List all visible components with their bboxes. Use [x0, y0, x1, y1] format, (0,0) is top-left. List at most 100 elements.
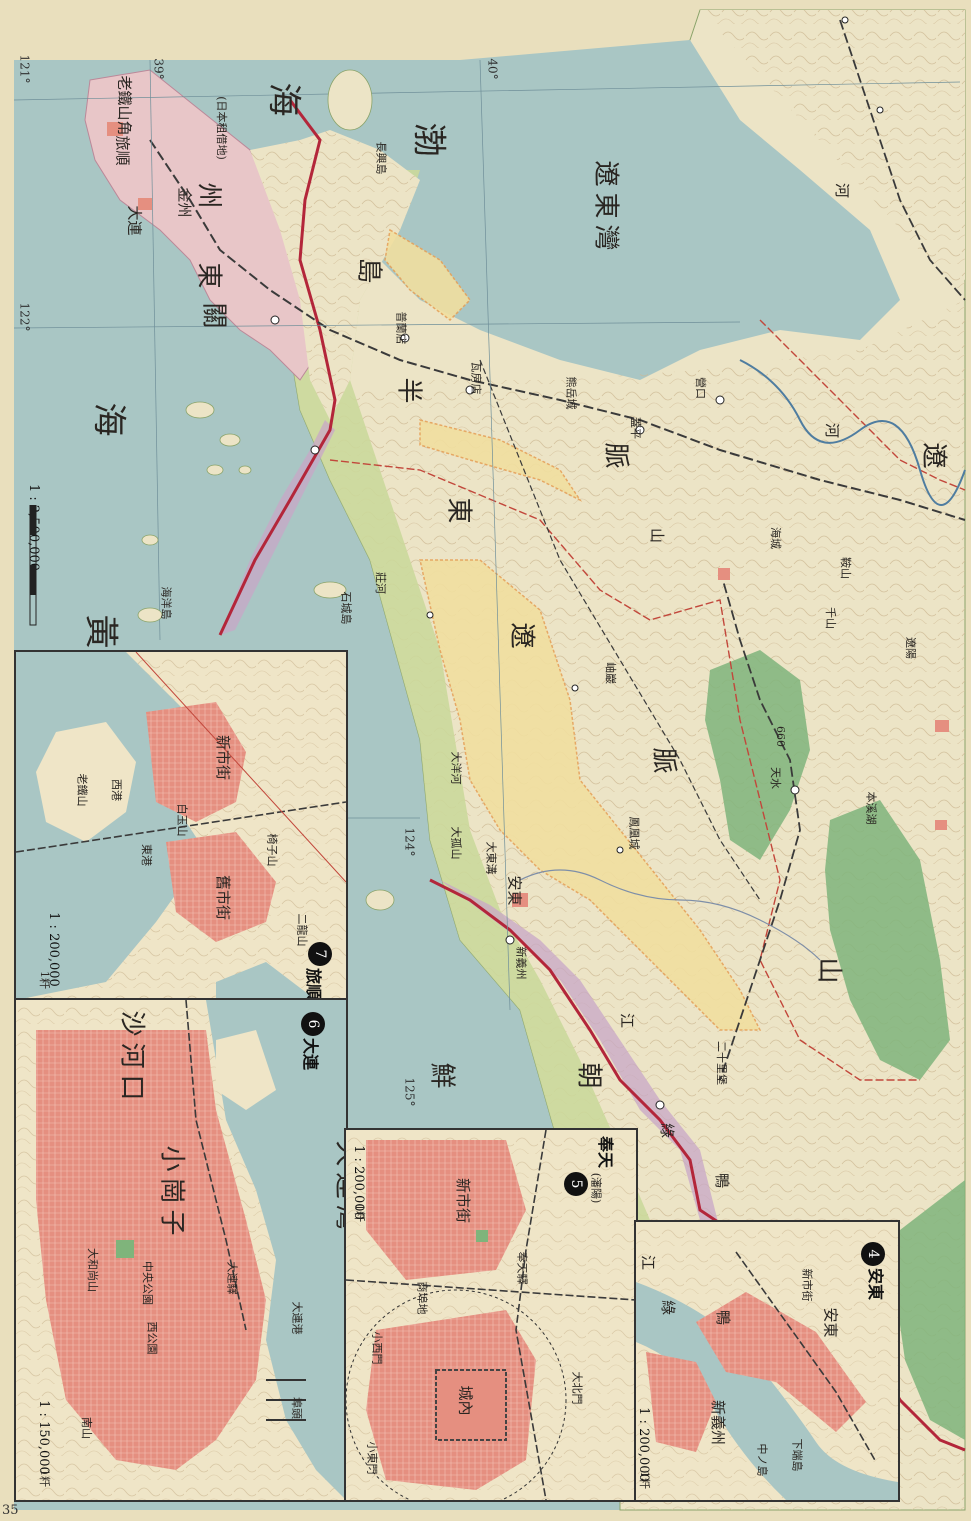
longitude-124: 124°: [402, 827, 417, 857]
andong-river: 江: [639, 1254, 658, 1271]
place-jinzhou: 金州: [175, 187, 194, 218]
latitude-40: 40°: [485, 58, 500, 80]
place-laotieshan: 老鐵山角: [115, 75, 134, 136]
place-andong: 安東: [505, 875, 524, 906]
fengtian-inset-title: 奉天: [596, 1135, 616, 1169]
dalian-port: 大連港: [290, 1301, 304, 1335]
mountain-range-ridge: [384, 228, 762, 1031]
region-label-peninsula: 半: [393, 377, 424, 410]
place-anshan: 鞍山: [839, 557, 852, 579]
kwantung-leased-territory: [84, 69, 321, 381]
andong-scale-unit: 1粁: [638, 1471, 651, 1489]
region-label-peninsula4: 島: [353, 257, 384, 290]
longitude-121: 121°: [17, 54, 32, 84]
place-dayang-river: 大洋河: [449, 751, 463, 785]
fengtian-scale-unit: 1粁: [353, 1204, 366, 1222]
dalian-nanshan: 南山: [80, 1417, 93, 1439]
lushun-erlongshan: 二龍山: [295, 913, 309, 947]
fengtian-old-city: 城內: [456, 1385, 475, 1416]
andong-xinyizhou: 新義州: [709, 1399, 728, 1446]
region-label-range-2: 脈: [648, 747, 679, 780]
fengtian-inset-subtitle: (瀋陽): [589, 1172, 603, 1204]
kwantung-border-line: [218, 99, 337, 636]
place-haiyang: 海洋島: [159, 586, 173, 620]
liaodong-bay: [360, 40, 900, 380]
place-benxihu: 本溪湖: [864, 791, 878, 825]
river-label-yalu-3: 江: [618, 1012, 637, 1029]
dalian-scale-unit: 1粁: [38, 1469, 51, 1487]
place-pulandian: 普蘭店: [394, 311, 408, 345]
place-shicheng: 石城島: [339, 591, 353, 625]
sea-label-bohai-2: 海: [263, 82, 304, 127]
fengtian-station: 奉天驛: [515, 1251, 529, 1285]
place-liaoyang: 遼陽: [904, 637, 917, 659]
river-liao: [739, 359, 966, 506]
inset-andong: 安東 新市街 鴨 綠 江 新義州 中ノ島 下端島 4 安東 1 : 200,00…: [634, 1220, 900, 1502]
inset-andong-map: [636, 1222, 898, 1500]
andong-yalu-2: 綠: [659, 1299, 678, 1316]
forest-area-1: [705, 650, 810, 860]
place-xinyizhou: 新義州: [514, 946, 528, 980]
lushun-new-town: 新市街: [214, 734, 233, 781]
place-yingkou: 營口: [694, 377, 707, 399]
graticule: [13, 59, 961, 1011]
inset-fengtian-map: [346, 1130, 636, 1500]
andong-new-town: 新市街: [800, 1268, 814, 1302]
latitude-39: 39°: [151, 58, 166, 80]
andong-yalu: 鴨: [714, 1309, 733, 1326]
dalian-west-park: 西公園: [145, 1321, 159, 1355]
region-label-korea: 朝: [573, 1062, 604, 1095]
lushun-baiyu: 白玉山: [175, 803, 189, 837]
main-scale-bar: [29, 505, 37, 626]
dalian-station: 大連驛: [225, 1261, 239, 1295]
fengtian-east-gate: 小東門: [365, 1441, 379, 1475]
river-label-2: 河: [833, 182, 852, 199]
lushun-yizishan: 椅子山: [265, 833, 279, 867]
lushun-east-port: 東港: [140, 844, 153, 866]
fengtian-west-gate: 小西門: [370, 1331, 384, 1365]
place-dadonggou: 大東溝: [484, 841, 498, 875]
inset-lushun: 新市街 舊市街 東港 西港 老鐵山 白玉山 椅子山 二龍山 7 旅順 1 : 2…: [14, 650, 348, 1002]
place-qianshan: 千山: [824, 607, 837, 629]
andong-town: 安東: [821, 1307, 840, 1338]
dalian-scale: 1 : 150,000: [35, 1400, 51, 1475]
provincial-boundary-2: [759, 319, 966, 491]
place-changxing: 長興島: [374, 141, 388, 175]
page-number: 35: [2, 1503, 19, 1518]
river-dayang: [519, 869, 821, 961]
railway-north: [839, 19, 966, 301]
place-haicheng: 海城: [769, 527, 782, 549]
dalian-inset-title: 大連: [301, 1037, 321, 1071]
sea-label-yellow-2: 海: [88, 402, 129, 447]
inset-fengtian: 新市街 城內 奉天驛 商埠地 大北門 小東門 小西門 5 奉天 (瀋陽) 1 :…: [344, 1128, 638, 1502]
lushun-inset-number: 7: [308, 942, 332, 966]
andong-inset-title: 安東: [866, 1267, 886, 1301]
region-label-peninsula3: 遼: [506, 622, 537, 655]
bay-label-liaodong: 遼東灣: [590, 160, 621, 257]
region-label-korea-2: 鮮: [426, 1062, 457, 1095]
railway-south-manchuria: [149, 139, 966, 521]
place-xiuyan: 岫巖: [604, 662, 617, 684]
andong-island: 中ノ島: [755, 1443, 769, 1477]
longitude-122: 122°: [17, 302, 32, 332]
place-gaiping: 蓋平: [629, 417, 642, 439]
river-label: 河: [823, 422, 842, 439]
lushun-old-town: 舊市街: [214, 874, 233, 921]
region-label-liao: 遼: [918, 442, 949, 475]
changshan-islands: [137, 69, 395, 911]
region-label-kwantung-2: 東: [193, 262, 224, 295]
river-label-yalu: 綠: [658, 1122, 677, 1139]
provincial-boundary: [329, 459, 920, 1081]
fengtian-market: 商埠地: [415, 1281, 429, 1315]
place-xiongyue: 熊岳城: [564, 376, 578, 410]
railway-anfeng: [719, 569, 801, 1081]
river-label-yalu-2: 鴨: [713, 1172, 732, 1189]
place-wafangdian: 瓦房店: [469, 361, 483, 395]
andong-island-2: 下端島: [790, 1438, 804, 1472]
fengtian-inset-number: 5: [564, 1172, 588, 1196]
dalian-inset-number: 6: [301, 1012, 325, 1036]
dalian-daheshang: 大和尚山: [86, 1248, 99, 1292]
peninsula-contours: [250, 130, 420, 420]
